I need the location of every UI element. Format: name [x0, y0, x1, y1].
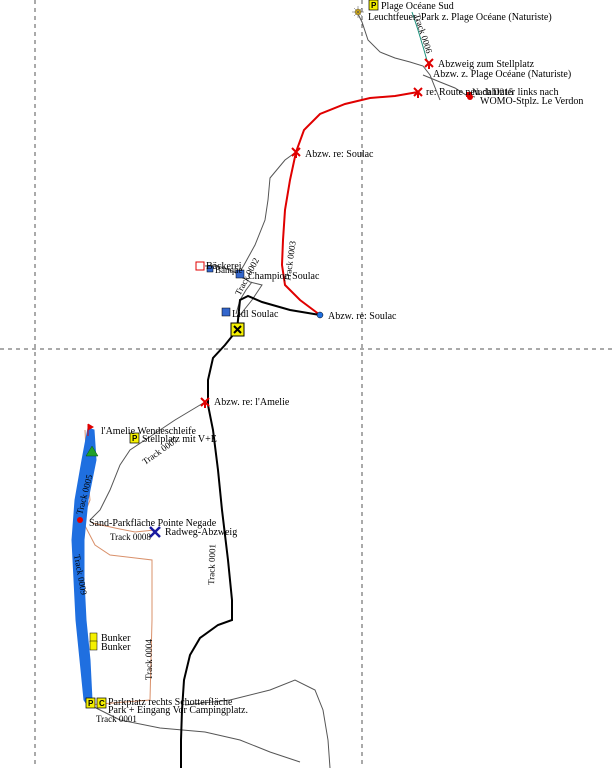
- track-label-0001[interactable]: Track 0001: [206, 544, 217, 585]
- label-plage-sud[interactable]: Plage Océane Sud: [381, 1, 454, 12]
- label-parkplatz[interactable]: Parkplatz rechts Schotterfläche: [108, 697, 233, 708]
- track-orange-0008[interactable]: [91, 522, 156, 533]
- svg-text:P: P: [371, 1, 377, 10]
- tree-icon[interactable]: [85, 445, 99, 457]
- label-abzweig-stellplatz[interactable]: Abzweig zum Stellplatz: [438, 59, 535, 70]
- label-amelie-wende[interactable]: l'Amelie Wendeschleife: [101, 426, 197, 437]
- label-champion[interactable]: Champion Soulac: [248, 271, 320, 282]
- junction-x-icon[interactable]: [230, 322, 245, 337]
- label-lidl[interactable]: Lidl Soulac: [232, 309, 279, 320]
- shop-icon-champion[interactable]: [235, 269, 245, 279]
- label-leuchtfeuer[interactable]: Leuchtfeuer, Park z. Plage Océane (Natur…: [368, 12, 552, 23]
- svg-text:P: P: [88, 699, 94, 708]
- parking-icon-plage[interactable]: P: [368, 0, 379, 11]
- flag-icon-womo[interactable]: [466, 92, 472, 97]
- bank-icon[interactable]: [206, 265, 214, 273]
- track-gray-0002[interactable]: [235, 281, 253, 315]
- bunker-icon-1[interactable]: [89, 632, 98, 643]
- label-camping[interactable]: Park + Eingang Vor Campingplatz.: [108, 705, 248, 716]
- bakery-icon[interactable]: [195, 261, 205, 271]
- track-gray-amelie[interactable]: [89, 401, 206, 521]
- svg-text:C: C: [99, 699, 105, 708]
- label-abzw-soulac-mid[interactable]: Abzw. re: Soulac: [328, 311, 397, 322]
- shop-icon-lidl[interactable]: [221, 307, 231, 317]
- track-label-0004[interactable]: Track 0004: [144, 639, 154, 680]
- waypoint-marker-abzweig-stellplatz[interactable]: [424, 58, 434, 69]
- camping-icon[interactable]: C: [96, 697, 107, 709]
- label-womo[interactable]: WOMO-Stplz. Le Verdon: [480, 96, 583, 107]
- radweg-cross-icon[interactable]: [149, 526, 161, 538]
- track-black-0001[interactable]: [180, 294, 321, 768]
- label-bunker-1[interactable]: Bunker: [101, 633, 131, 644]
- bunker-icon-2[interactable]: [89, 640, 98, 651]
- label-stellplatz-ve[interactable]: Stellplatz mit V+E: [142, 434, 217, 445]
- waypoint-dot-sand-park[interactable]: [77, 517, 83, 523]
- track-label-0001-south[interactable]: Track 0001: [96, 714, 137, 724]
- waypoint-marker-abzw-amelie[interactable]: [200, 397, 210, 408]
- flag-icon-amelie[interactable]: [87, 423, 94, 436]
- track-gray-east[interactable]: [184, 679, 331, 768]
- track-red-0003[interactable]: [280, 91, 419, 316]
- label-sand-park[interactable]: Sand-Parkfläche Pointe Negade: [89, 518, 217, 529]
- parking-icon-stellplatz[interactable]: P: [129, 432, 140, 444]
- label-route-neu[interactable]: re: Route neu dahinter links nach: [426, 87, 558, 98]
- label-banque[interactable]: Banque: [215, 265, 243, 275]
- svg-text:P: P: [132, 434, 138, 443]
- label-abzw-soulac-top[interactable]: Abzw. re: Soulac: [305, 149, 374, 160]
- label-bunker-2[interactable]: Bunker: [101, 642, 131, 653]
- label-sued-d215[interactable]: Nach D215: [472, 87, 514, 97]
- waypoint-marker-route-neu[interactable]: [413, 87, 423, 98]
- track-gray-north[interactable]: [357, 13, 441, 101]
- waypoint-dot-abzw-soulac[interactable]: [316, 311, 324, 319]
- waypoint-labels: Plage Océane Sud Leuchtfeuer, Park z. Pl…: [89, 1, 583, 716]
- waypoints: P P P C: [77, 0, 473, 709]
- sun-icon[interactable]: [352, 6, 364, 18]
- track-red-0006[interactable]: [411, 11, 429, 65]
- track-label-0008[interactable]: Track 0008: [110, 532, 151, 542]
- label-radweg[interactable]: Radweg-Abzweig: [165, 527, 237, 538]
- label-baeckerei[interactable]: Bäckerei: [206, 261, 242, 272]
- track-gray-south[interactable]: [89, 704, 301, 763]
- label-abzw-plage[interactable]: Abzw. z. Plage Océane (Naturiste): [433, 69, 571, 80]
- waypoint-marker-abzw-soulac-top[interactable]: [291, 147, 301, 158]
- label-abzw-amelie[interactable]: Abzw. re: l'Amelie: [214, 397, 290, 408]
- track-labels: Track 0001 Track 0001 Track 0002 Track 0…: [72, 13, 434, 724]
- track-gray-soulac[interactable]: [237, 151, 297, 276]
- parking-icon-south[interactable]: P: [85, 697, 96, 709]
- track-orange-0004[interactable]: [81, 519, 153, 706]
